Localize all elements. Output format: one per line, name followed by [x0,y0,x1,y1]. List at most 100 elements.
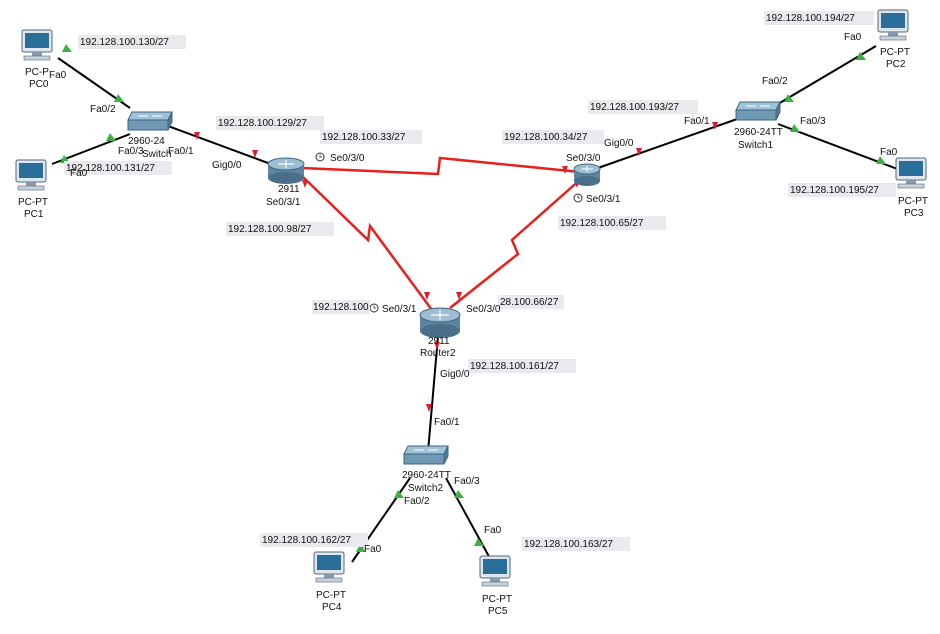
pc2-device[interactable] [877,9,909,41]
port-label: Fa0 [70,168,88,179]
ip-label-router1-se031: 192.128.100.65/27 [560,218,644,229]
router-icon [419,307,461,338]
port-label: Gig0/0 [604,138,634,149]
pc-icon [895,157,927,189]
pc3-device[interactable] [895,157,927,189]
port-up-indicator [784,94,794,102]
router1-device[interactable] [573,163,601,186]
device-name-label: PC3 [904,208,924,219]
device-name-label: PC1 [24,209,44,220]
port-down-indicator [712,122,718,130]
device-name-label: Switch1 [738,140,773,151]
port-label: Fa0/1 [168,146,194,157]
port-up-indicator [394,490,404,498]
serial-link-router1-router2[interactable] [449,177,583,309]
port-label: Fa0/2 [762,76,788,87]
port-up-indicator [114,94,124,102]
device-name-label: PC0 [29,79,49,90]
port-label: Se0/3/1 [266,197,301,208]
pc0-device[interactable] [21,29,53,61]
router-icon [573,163,601,186]
clock-icon [315,152,325,162]
port-label: Fa0/2 [404,496,430,507]
ip-label-router0-se031: 192.128.100.98/27 [228,224,312,235]
port-label: Fa0/3 [800,116,826,127]
ip-label-pc0: 192.128.100.130/27 [80,37,169,48]
port-up-indicator [790,124,800,132]
port-label: Fa0 [880,147,898,158]
device-labels: PC-P PC0 PC-PT PC1 PC-PT PC2 PC-PT PC3 P… [18,47,928,617]
link-router2-switch2[interactable] [427,335,439,453]
port-up-indicator [106,133,116,141]
ip-label-router2-se030: 28.100.66/27 [500,297,559,308]
port-labels: Fa0 Fa0/2 Fa0 Fa0/3 Fa0/1 Gig0/0 Se0/3/0… [49,32,898,555]
device-model-label: 2911 [428,336,450,347]
port-down-indicator [302,180,308,188]
router2-device[interactable] [419,307,461,338]
port-down-indicator [562,166,568,174]
device-model-label: 2960-24TT [734,127,783,138]
port-label: Se0/3/0 [466,304,501,315]
device-model-label: PC-PT [316,590,346,601]
pc5-device[interactable] [479,555,511,587]
port-up-indicator [876,156,886,164]
pc4-device[interactable] [313,551,345,583]
device-name-label: PC4 [322,602,342,613]
port-label: Fa0 [484,525,502,536]
ip-label-pc5: 192.128.100.163/27 [524,539,613,550]
device-model-label: PC-PT [880,47,910,58]
port-label: Se0/3/1 [586,194,621,205]
router0-device[interactable] [267,157,305,184]
port-label: Se0/3/1 [382,304,417,315]
port-label: Fa0/3 [118,146,144,157]
port-label: Fa0 [364,544,382,555]
port-label: Fa0/2 [90,104,116,115]
ip-label-router1-se030: 192.128.100.34/27 [504,132,588,143]
port-down-indicator [424,292,430,300]
port-up-indicator [856,52,866,60]
pc-icon [313,551,345,583]
pc-icon [15,159,47,191]
switch0-device[interactable] [127,111,173,131]
router-icon [267,157,305,184]
port-up-indicator [62,44,72,52]
port-up-indicator [474,538,484,546]
switch-icon [127,111,173,131]
pc1-device[interactable] [15,159,47,191]
pc-icon [479,555,511,587]
device-model-label: PC-PT [18,197,48,208]
port-down-indicator [456,292,462,300]
switch2-device[interactable] [403,445,449,465]
port-down-indicator [194,132,200,140]
switch-icon [403,445,449,465]
port-up-indicator [356,544,366,552]
serial-link-router0-router1[interactable] [301,156,581,176]
device-model-label: 2911 [278,184,300,195]
clock-icon [369,303,379,313]
port-label: Se0/3/0 [330,153,365,164]
ip-label-pc4: 192.128.100.162/27 [262,535,351,546]
port-down-indicator [252,150,258,158]
port-label: Se0/3/0 [566,153,601,164]
clock-icon [573,193,583,203]
device-name-label: Switch2 [408,483,443,494]
ip-label-router2-se031: 192.128.100 [313,302,369,313]
port-label: Fa0/1 [684,116,710,127]
port-label: Fa0/1 [434,417,460,428]
switch1-device[interactable] [735,101,781,121]
pc-icon [877,9,909,41]
device-name-label: PC5 [488,606,508,617]
serial-link-router0-router2[interactable] [301,175,434,311]
port-label: Gig0/0 [440,369,470,380]
ip-label-router0-se030: 192.128.100.33/27 [322,132,406,143]
device-model-label: 2960-24TT [402,470,451,481]
ip-label-pc1: 192.128.100.131/27 [66,163,155,174]
link-switch2-pc5[interactable] [445,477,493,563]
ip-label-router0-gig: 192.128.100.129/27 [218,118,307,129]
ip-label-pc2: 192.128.100.194/27 [766,13,855,24]
port-label: Fa0/3 [454,476,480,487]
port-markers [60,44,886,552]
device-model-label: PC-P [25,67,49,78]
link-switch0-router0[interactable] [167,125,277,167]
